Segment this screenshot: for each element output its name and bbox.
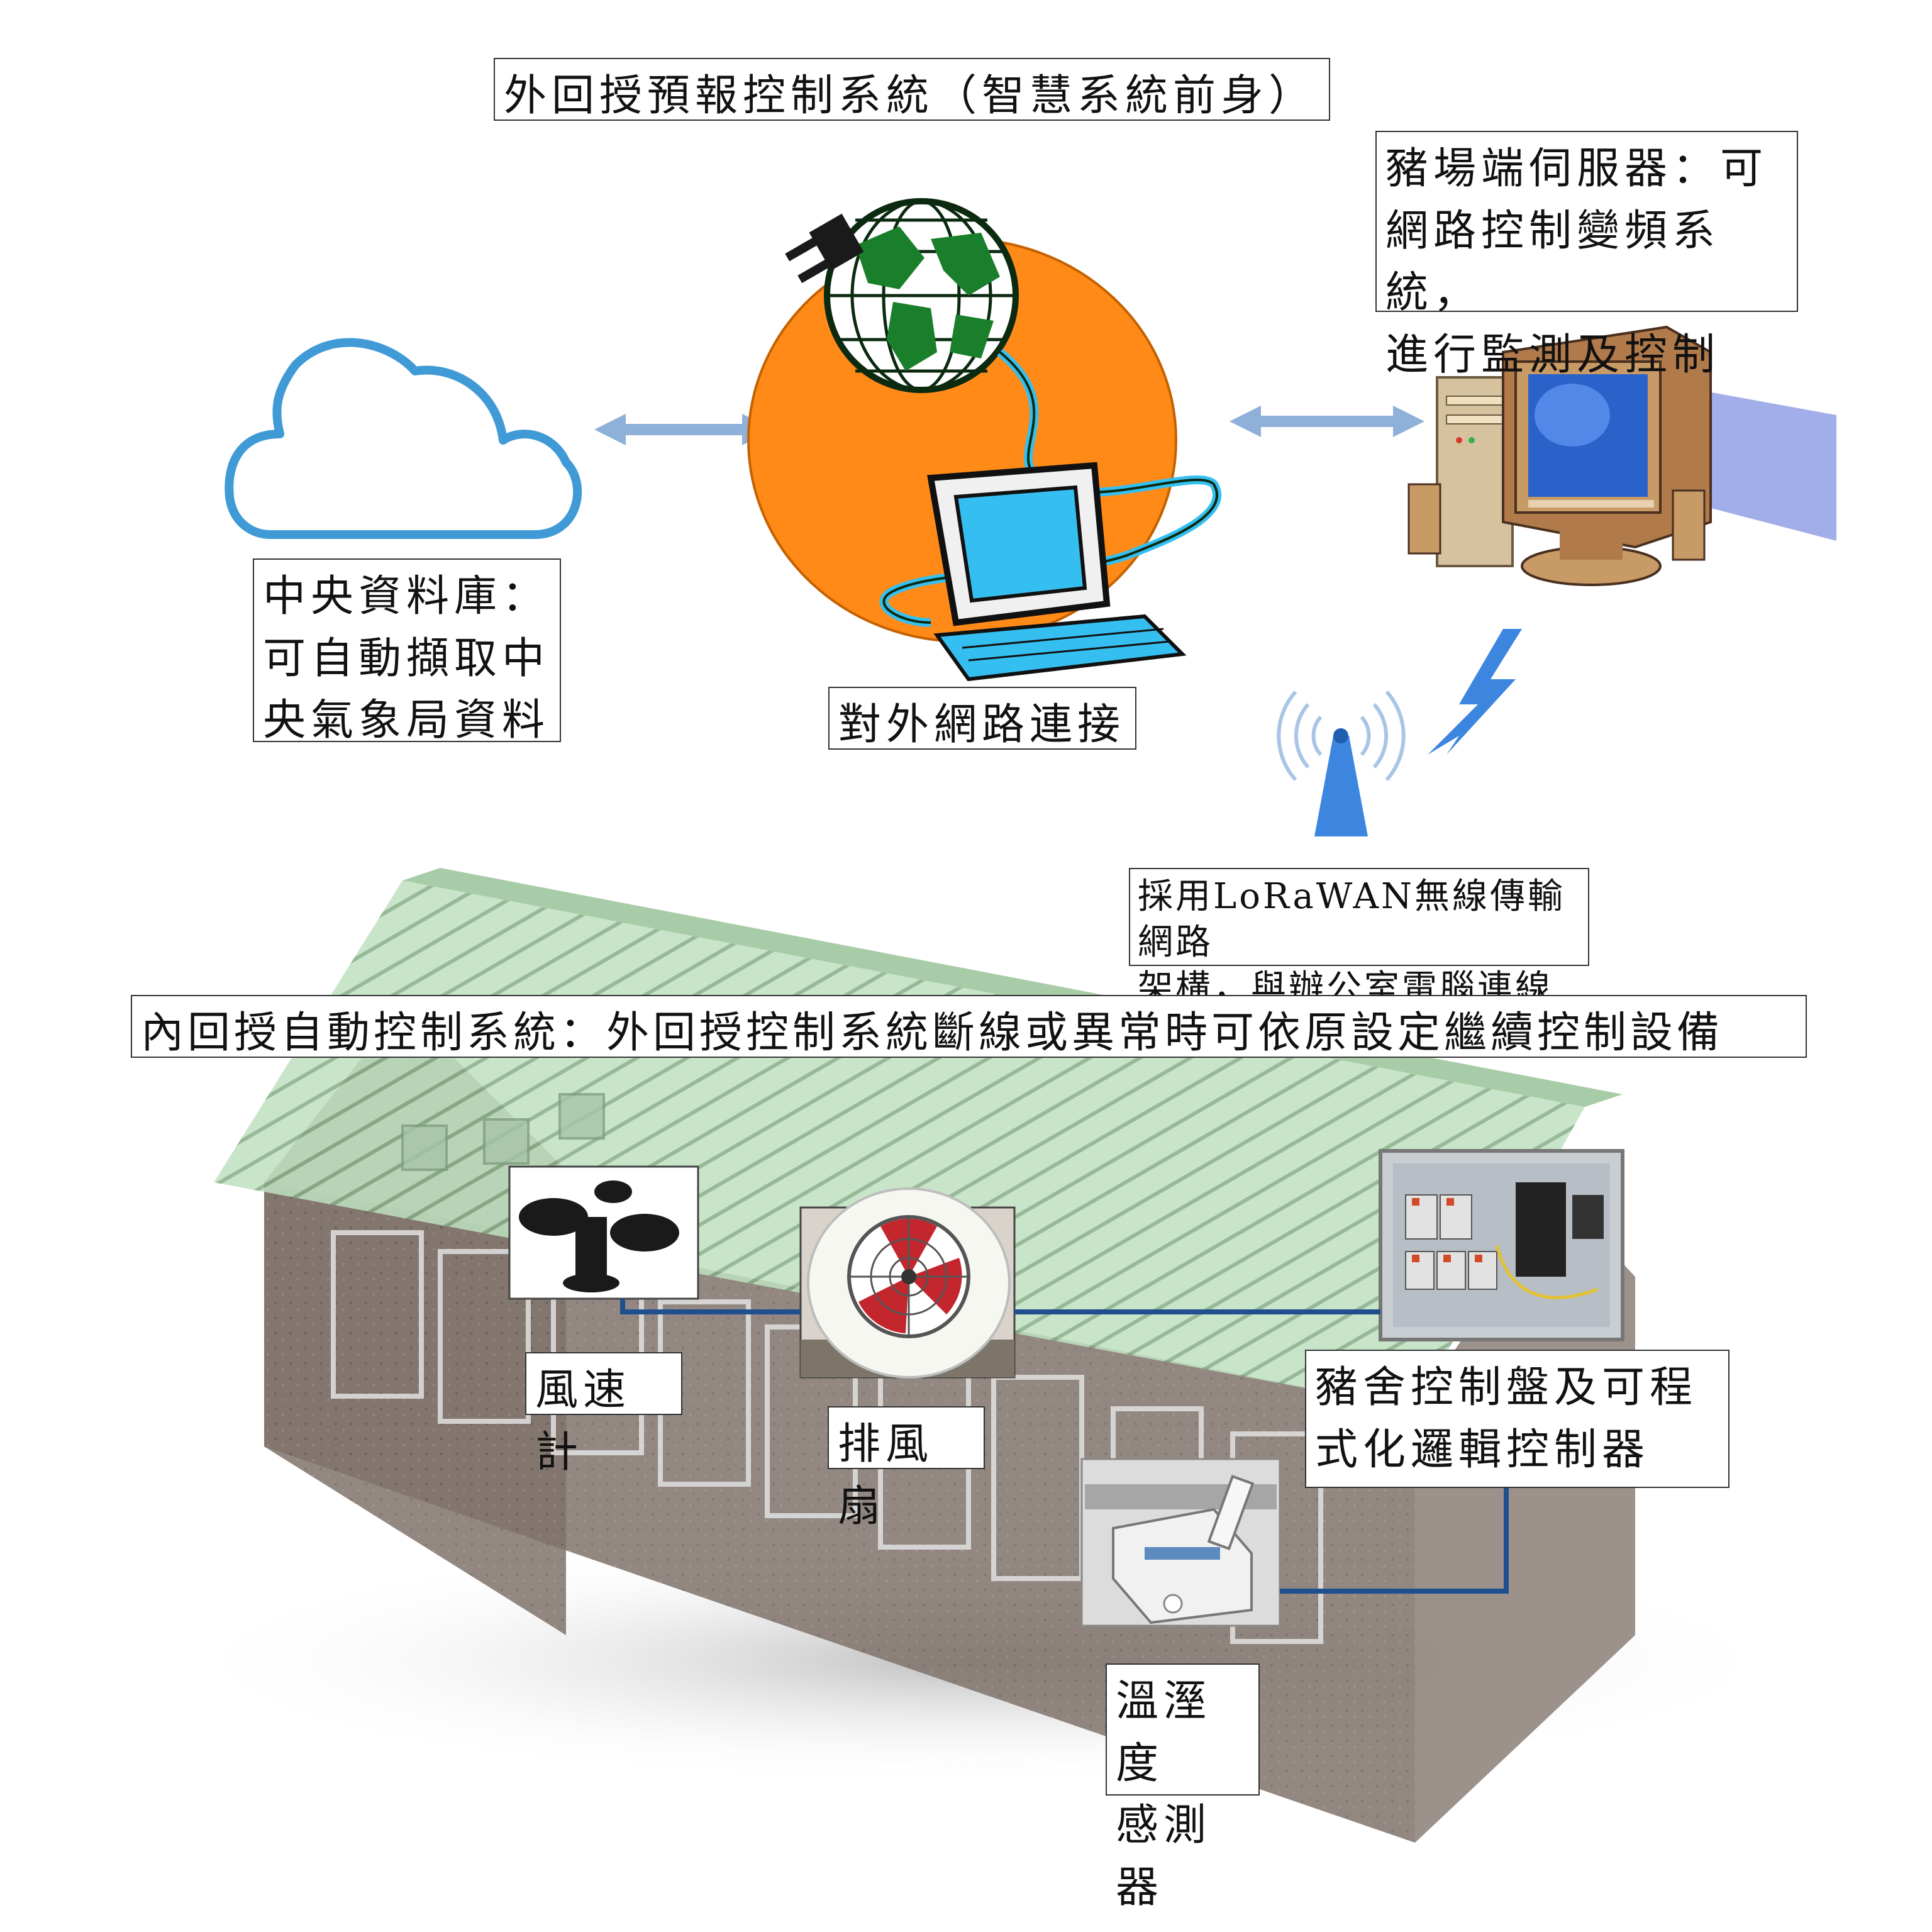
- desktop-computer-icon: [1407, 325, 1836, 586]
- external-system-title: 外回授預報控制系統（智慧系統前身）: [494, 58, 1330, 121]
- network-label: 對外網路連接: [828, 687, 1136, 750]
- lorawan-label: 採用LoRaWAN無線傳輸網路 架構，與辦公室電腦連線: [1129, 868, 1589, 1009]
- fan-icon: [799, 1187, 1016, 1379]
- cloud-icon: [225, 338, 582, 539]
- internal-system-title: 內回授自動控制系統：外回授控制系統斷線或異常時可依原設定繼續控制設備: [131, 995, 1807, 1058]
- control-panel-label: 豬舍控制盤及可程 式化邏輯控制器: [1305, 1350, 1729, 1488]
- globe-computer-icon: [747, 198, 1222, 682]
- anemometer-icon: [508, 1165, 699, 1300]
- server-label: 豬場端伺服器：可 網路控制變頻系統， 進行監測及控制: [1375, 131, 1798, 380]
- sensor-label: 溫溼度 感測器: [1106, 1663, 1260, 1913]
- antenna-icon: [1277, 691, 1406, 836]
- double-arrow-network-server: [1230, 406, 1424, 437]
- double-arrow-cloud-network: [594, 414, 774, 445]
- anemometer-label: 風速計: [525, 1352, 682, 1477]
- control-panel-icon: [1379, 1149, 1624, 1341]
- cloud-db-label: 中央資料庫： 可自動擷取中 央氣象局資料: [253, 558, 561, 745]
- device-wiring: [620, 1299, 1509, 1594]
- sensor-icon: [1080, 1458, 1281, 1627]
- exhaust-fan-label: 排風扇: [828, 1406, 985, 1531]
- lightning-icon: [1428, 629, 1522, 755]
